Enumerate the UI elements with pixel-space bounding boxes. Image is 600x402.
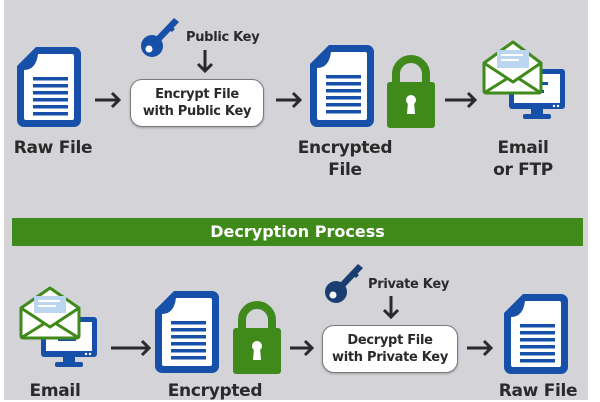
arrow-right-icon (276, 91, 303, 109)
arrow-right-icon (445, 91, 478, 109)
encrypt-process-line1: Encrypt File (155, 87, 239, 102)
arrow-right-icon (467, 339, 494, 357)
raw-file-output-label: Raw File (498, 381, 578, 401)
encrypted-file-label: Encrypted File (290, 137, 400, 181)
encrypted-file-line1: Encrypted (297, 138, 393, 158)
email-or-ftp-line1: Email (497, 138, 549, 158)
document-icon (504, 294, 568, 374)
document-icon (155, 291, 219, 373)
private-key-label: Private Key (368, 277, 450, 292)
document-icon (310, 45, 374, 127)
raw-file-label: Raw File (13, 138, 93, 158)
padlock-icon (233, 301, 281, 374)
encrypt-process-line2: with Public Key (142, 104, 252, 119)
encrypted-file-line2: File (328, 160, 362, 180)
arrow-right-icon (290, 339, 315, 357)
arrow-down-icon (196, 50, 214, 74)
arrow-down-icon (382, 296, 400, 320)
decryption-process-header: Decryption Process (12, 218, 583, 246)
arrow-right-icon (111, 339, 152, 357)
encrypt-file-process-box: Encrypt File with Public Key (130, 79, 264, 127)
envelope-computer-icon (482, 40, 565, 119)
email-label: Email (29, 381, 81, 401)
arrow-right-icon (95, 91, 122, 109)
decrypt-process-line1: Decrypt File (347, 333, 433, 348)
decrypt-process-line2: with Private Key (332, 350, 448, 365)
public-key-label: Public Key (186, 30, 260, 45)
padlock-icon (387, 55, 435, 128)
envelope-computer-icon (19, 286, 97, 367)
document-icon (17, 47, 81, 127)
key-icon (325, 264, 363, 303)
key-icon (141, 18, 179, 57)
email-or-ftp-label: Email or FTP (478, 137, 568, 181)
email-or-ftp-line2: or FTP (493, 160, 553, 180)
encrypted-label: Encrypted (167, 381, 263, 401)
decrypt-file-process-box: Decrypt File with Private Key (322, 325, 458, 373)
